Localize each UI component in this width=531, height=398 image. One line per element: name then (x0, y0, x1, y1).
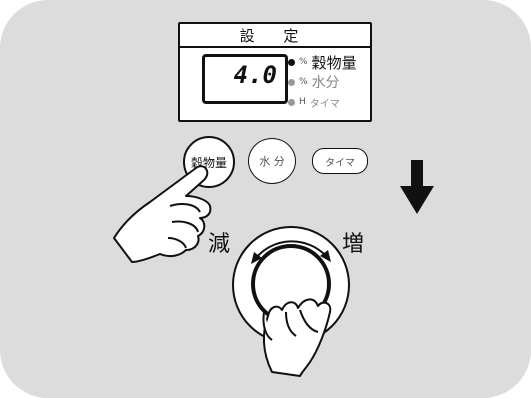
rotate-arrows-icon (251, 240, 331, 264)
timer-button[interactable]: タイマ (312, 148, 368, 174)
indicator-dot (288, 98, 295, 106)
indicator-unit: H (299, 97, 306, 107)
decrease-label: 減 (208, 232, 231, 257)
indicator-label: 水分 (311, 75, 340, 91)
indicator-timer: H タイマ (288, 93, 340, 111)
indicator-label: タイマ (309, 98, 340, 110)
hand-grip-icon (262, 298, 332, 377)
indicator-grain: % 穀物量 (288, 53, 357, 72)
indicator-unit: % (299, 77, 308, 87)
indicator-dot (288, 58, 295, 66)
hand-pointer-icon (113, 165, 212, 263)
moisture-button[interactable]: 水 分 (248, 138, 296, 184)
settings-display: 設 定 4.0 % 穀物量 % 水分 H タイマ (178, 22, 372, 122)
down-arrow-icon (400, 160, 434, 214)
display-title: 設 定 (180, 26, 370, 48)
lcd-value: 4.0 (233, 61, 277, 89)
lcd-screen: 4.0 (202, 54, 288, 104)
indicator-label: 穀物量 (311, 53, 357, 72)
indicator-dot (288, 78, 295, 86)
indicator-water: % 水分 (288, 73, 340, 91)
indicator-unit: % (299, 57, 308, 67)
increase-label: 増 (342, 232, 365, 257)
